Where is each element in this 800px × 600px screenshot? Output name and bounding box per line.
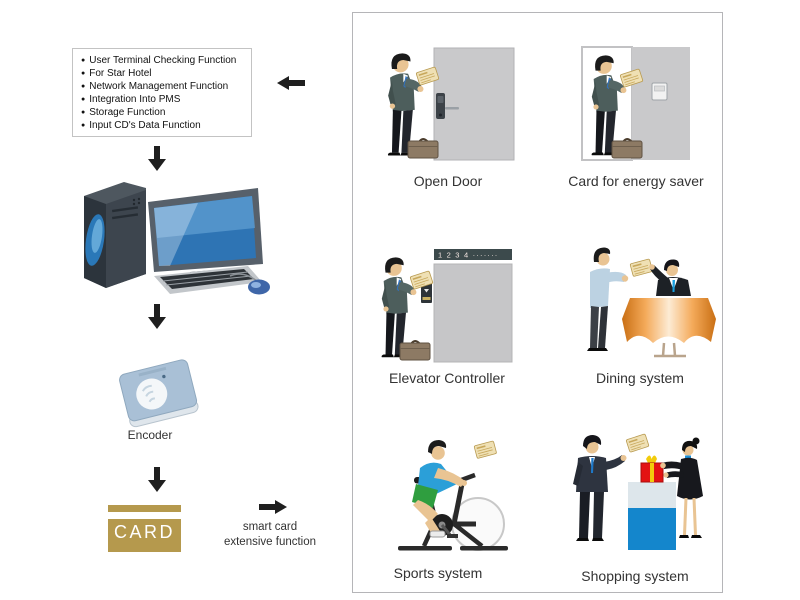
payment-card-icon [625, 433, 650, 453]
scene-label-elevator: Elevator Controller [389, 370, 505, 386]
scene-label-dining: Dining system [596, 370, 684, 386]
scene-label-sports: Sports system [393, 565, 483, 581]
floor-indicator [434, 249, 512, 260]
shopper-suit [576, 456, 608, 492]
tank-top [418, 462, 457, 495]
card-stripe [108, 512, 181, 519]
sports-illustration [398, 440, 508, 551]
arrow-down-icon [148, 146, 166, 171]
arrow-right-icon [259, 500, 287, 514]
room-card-icon [629, 258, 654, 278]
scene-label-energy-saver: Card for energy saver [568, 173, 704, 189]
feature-item: Storage Function [81, 106, 247, 119]
door [433, 47, 515, 161]
arrow-left-icon [277, 76, 305, 90]
encoder-illustration [119, 359, 199, 428]
tablecloth-skirt [622, 319, 716, 343]
dining-illustration [587, 247, 716, 358]
arrow-down-icon [148, 467, 166, 492]
briefcase-icon [611, 138, 643, 159]
encoder-label: Encoder [127, 428, 173, 442]
briefcase-icon [407, 138, 439, 159]
scene-label-open-door: Open Door [413, 173, 483, 189]
card-block: CARD [108, 505, 181, 552]
elevator-illustration: 1 2 3 4 ······· [381, 249, 513, 363]
shopping-illustration [573, 433, 703, 550]
clerk-dress [677, 457, 703, 500]
energy-saver-switch [651, 82, 668, 101]
arrow-down-icon [148, 304, 166, 329]
smart-card-note-line2: extensive function [223, 536, 317, 548]
feature-list-box: User Terminal Checking Function For Star… [72, 48, 252, 137]
floor-indicator-text: 1 2 3 4 ······· [438, 251, 499, 260]
energy-saver-illustration [581, 46, 690, 161]
feature-item: For Star Hotel [81, 67, 247, 80]
room-card-icon [473, 440, 498, 460]
card-label: CARD [113, 522, 175, 542]
briefcase-icon [399, 340, 431, 361]
smart-card-note-line1: smart card [242, 521, 298, 533]
guest-figure [387, 53, 424, 156]
counter-top [628, 482, 676, 508]
feature-item: Input CD's Data Function [81, 119, 247, 132]
feature-item: User Terminal Checking Function [81, 54, 247, 67]
computer-illustration [84, 182, 270, 295]
counter-front [628, 508, 676, 550]
scene-label-shopping: Shopping system [581, 568, 689, 584]
open-door-illustration [387, 47, 515, 161]
elevator-door [433, 263, 513, 363]
guest-shirt [590, 268, 610, 308]
tablecloth-top [622, 298, 716, 319]
feature-item: Integration Into PMS [81, 93, 247, 106]
feature-item: Network Management Function [81, 80, 247, 93]
